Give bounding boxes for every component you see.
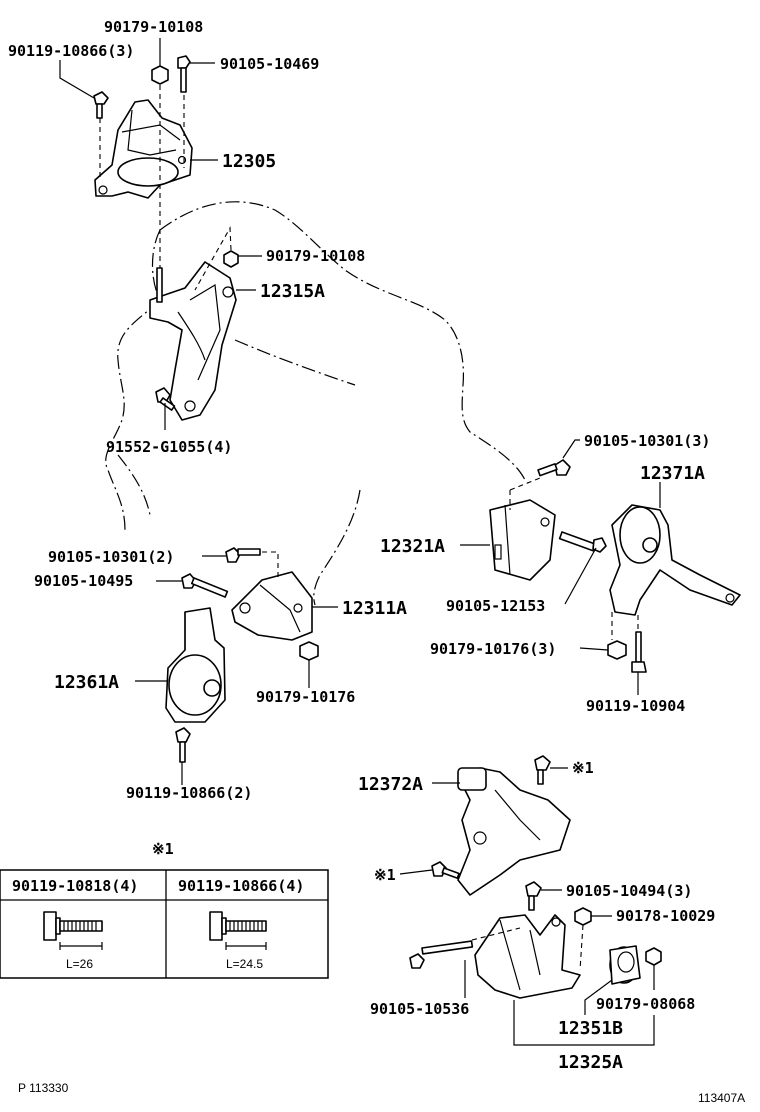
label-90119-10866-3: 90119-10866(3) bbox=[8, 42, 134, 60]
label-mark1-left: ※1 bbox=[374, 866, 396, 884]
flange-bolt-icon bbox=[43, 911, 103, 950]
table-col2-length: L=24.5 bbox=[226, 957, 263, 971]
label-90119-10904: 90119-10904 bbox=[586, 697, 685, 715]
label-mark1-right: ※1 bbox=[572, 759, 594, 777]
nut-icon bbox=[607, 640, 627, 660]
bolt-icon bbox=[181, 573, 229, 598]
bolt-icon bbox=[225, 547, 261, 563]
footer-right-code: 113407A bbox=[698, 1091, 745, 1105]
label-90105-10301-3: 90105-10301(3) bbox=[584, 432, 710, 450]
bolt-icon bbox=[525, 881, 542, 911]
label-12361A: 12361A bbox=[54, 672, 119, 693]
label-90179-10108-top: 90179-10108 bbox=[104, 18, 203, 36]
label-12371A: 12371A bbox=[640, 463, 705, 484]
bolt-icon bbox=[155, 387, 176, 411]
nut-icon bbox=[645, 947, 662, 966]
nut-icon bbox=[223, 250, 239, 268]
label-12325A: 12325A bbox=[558, 1052, 623, 1073]
label-90105-10536: 90105-10536 bbox=[370, 1000, 469, 1018]
footer-left-code: P 113330 bbox=[18, 1081, 69, 1095]
label-12311A: 12311A bbox=[342, 598, 407, 619]
engine-outline bbox=[105, 201, 526, 606]
mount-12361A bbox=[165, 607, 226, 723]
label-90105-12153: 90105-12153 bbox=[446, 597, 545, 615]
label-90179-10176-3: 90179-10176(3) bbox=[430, 640, 556, 658]
bolt-icon bbox=[537, 459, 571, 477]
bolt-icon bbox=[431, 861, 460, 879]
table-mark: ※1 bbox=[152, 840, 174, 858]
table-col1-header: 90119-10818(4) bbox=[12, 877, 138, 895]
table-col2-header: 90119-10866(4) bbox=[178, 877, 304, 895]
label-90105-10495: 90105-10495 bbox=[34, 572, 133, 590]
bolt-icon bbox=[177, 55, 191, 93]
bolt-icon bbox=[631, 631, 647, 673]
label-90105-10301-2: 90105-10301(2) bbox=[48, 548, 174, 566]
bolt-reference-table: ※1 90119-10818(4) 90119-10866(4) L=26 L=… bbox=[0, 840, 329, 979]
label-90105-10494-3: 90105-10494(3) bbox=[566, 882, 692, 900]
label-90119-10866-2: 90119-10866(2) bbox=[126, 784, 252, 802]
nut-icon bbox=[151, 65, 169, 85]
bushing-12351B bbox=[609, 945, 641, 985]
label-90179-10108-mid: 90179-10108 bbox=[266, 247, 365, 265]
label-90105-10469: 90105-10469 bbox=[220, 55, 319, 73]
table-col1-length: L=26 bbox=[66, 957, 93, 971]
bolt-icon bbox=[558, 531, 607, 553]
bracket-12315A bbox=[149, 261, 237, 421]
mount-12371A bbox=[609, 504, 741, 616]
mount-12372A bbox=[457, 767, 571, 896]
label-12305: 12305 bbox=[222, 151, 276, 172]
label-91552-G1055-4: 91552-G1055(4) bbox=[106, 438, 232, 456]
bolt-icon bbox=[175, 727, 191, 763]
bolt-icon bbox=[409, 940, 474, 969]
nut-icon bbox=[574, 907, 592, 926]
bracket-12321A bbox=[489, 499, 556, 581]
label-90178-10029: 90178-10029 bbox=[616, 907, 715, 925]
label-90179-08068: 90179-08068 bbox=[596, 995, 695, 1013]
label-12351B: 12351B bbox=[558, 1018, 623, 1039]
leader-lines bbox=[59, 38, 661, 1046]
label-90179-10176: 90179-10176 bbox=[256, 688, 355, 706]
label-12321A: 12321A bbox=[380, 536, 445, 557]
bracket-12311A bbox=[231, 571, 313, 641]
stud-icon bbox=[156, 267, 163, 303]
bracket-12325A bbox=[474, 914, 581, 999]
label-12315A: 12315A bbox=[260, 281, 325, 302]
nut-icon bbox=[299, 641, 319, 661]
label-12372A: 12372A bbox=[358, 774, 423, 795]
bolt-icon bbox=[93, 91, 109, 119]
flange-bolt-icon bbox=[209, 911, 267, 950]
bolt-icon bbox=[534, 755, 551, 785]
mount-12305 bbox=[94, 99, 193, 199]
